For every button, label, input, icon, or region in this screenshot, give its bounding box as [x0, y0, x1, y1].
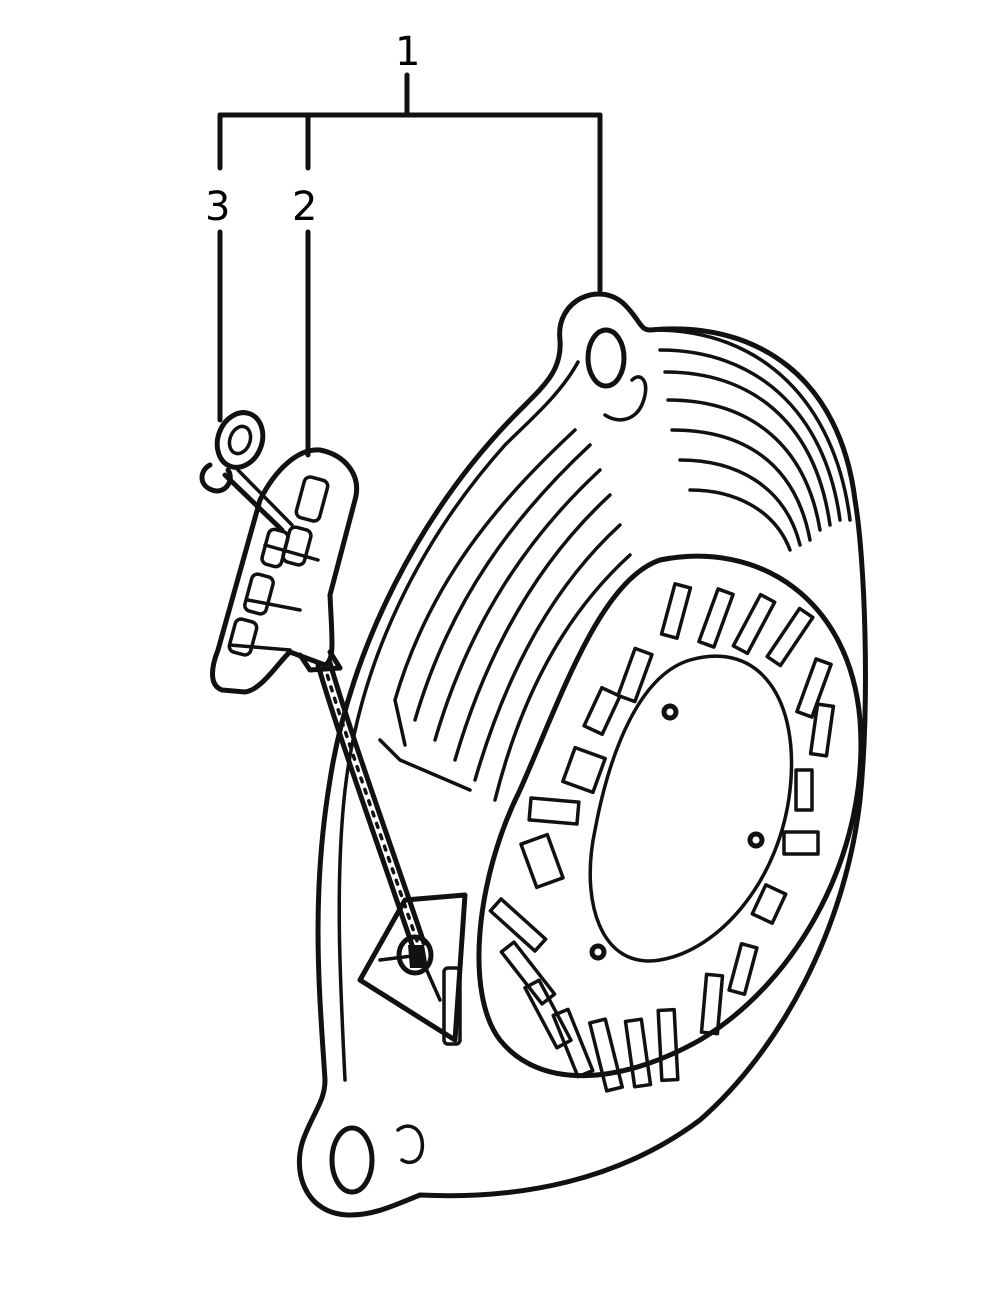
vent-slot	[731, 592, 777, 656]
body-fin	[473, 523, 622, 782]
vent-slot	[656, 1007, 680, 1083]
rope-strand-right	[327, 660, 427, 946]
top-mounting-hole	[585, 327, 627, 389]
rope-guide	[357, 892, 468, 1046]
rope-twist-pattern	[322, 662, 420, 946]
vent-slot	[699, 972, 725, 1036]
fin-ring	[658, 348, 842, 522]
cover-vent-slots	[488, 582, 836, 1093]
vent-slot	[488, 897, 548, 953]
starter-handle	[210, 447, 359, 695]
rope-strand-left	[315, 662, 415, 948]
vent-slot	[527, 796, 581, 826]
vent-slot	[588, 1017, 624, 1093]
cover-hole	[589, 943, 607, 961]
vent-slot	[795, 657, 833, 719]
fin-ring	[663, 370, 832, 527]
clip-wire	[236, 468, 294, 527]
bottom-lug-relief	[396, 1124, 425, 1164]
callout-2-label: 2	[292, 184, 317, 230]
handle-grip-window	[243, 572, 275, 616]
vent-slot	[623, 1017, 653, 1089]
cover-hole	[747, 831, 765, 849]
handle-grip-edge	[246, 598, 302, 612]
fin-ring	[653, 328, 852, 522]
vent-slot	[765, 606, 815, 668]
vent-slot	[616, 646, 654, 704]
vent-slot	[523, 978, 573, 1050]
handle-grip-edge	[228, 643, 292, 652]
fin-ring	[666, 398, 822, 532]
vent-slot	[727, 941, 759, 997]
handle-grip-window	[294, 475, 330, 523]
top-lug-relief	[603, 375, 648, 422]
body-fin	[433, 468, 602, 742]
vent-slot	[561, 745, 607, 795]
rope-guide-boss	[357, 892, 468, 1043]
vent-slot	[551, 1007, 595, 1079]
handle-grip-edge	[263, 543, 320, 562]
vent-slot	[808, 702, 836, 758]
handle-rope-neck	[297, 649, 343, 673]
rope-clip	[199, 410, 294, 533]
body-fin	[413, 443, 592, 722]
clip-ring	[214, 410, 266, 470]
bottom-mounting-hole	[329, 1125, 375, 1195]
body-fin-end	[393, 698, 407, 747]
callout-1-label: 1	[395, 29, 420, 75]
fin-ring	[670, 428, 812, 542]
body-fin	[493, 553, 632, 802]
vent-slot	[697, 587, 735, 649]
vent-slot	[750, 883, 788, 925]
fin-ring	[688, 488, 792, 552]
front-cover-center-disc	[588, 654, 794, 963]
clip-wire	[222, 472, 285, 533]
starter-housing	[296, 291, 868, 1218]
clip-ring-inner	[227, 424, 253, 456]
side-cooling-fins	[653, 328, 852, 552]
housing-flange-outline	[296, 291, 868, 1218]
housing-inner-rim	[337, 360, 580, 1082]
rope-guide-tab	[442, 966, 462, 1046]
body-fin	[393, 428, 577, 702]
vent-slot	[519, 832, 565, 890]
body-fin	[453, 493, 612, 762]
starter-rope	[315, 660, 427, 948]
handle-grip-window	[227, 617, 259, 657]
callout-leaders: 1 3 2	[205, 29, 603, 458]
callout-3-label: 3	[205, 184, 230, 230]
vent-slot	[582, 685, 622, 737]
fin-ring	[678, 458, 802, 547]
body-cooling-fins	[378, 428, 632, 802]
vent-slot	[782, 830, 820, 856]
handle-body	[210, 447, 359, 695]
body-fin-base	[378, 738, 472, 792]
vent-slot	[659, 582, 693, 640]
vent-slot	[794, 768, 814, 812]
vent-slot	[499, 940, 557, 1006]
cover-hole	[661, 703, 679, 721]
rope-knot	[408, 945, 428, 968]
